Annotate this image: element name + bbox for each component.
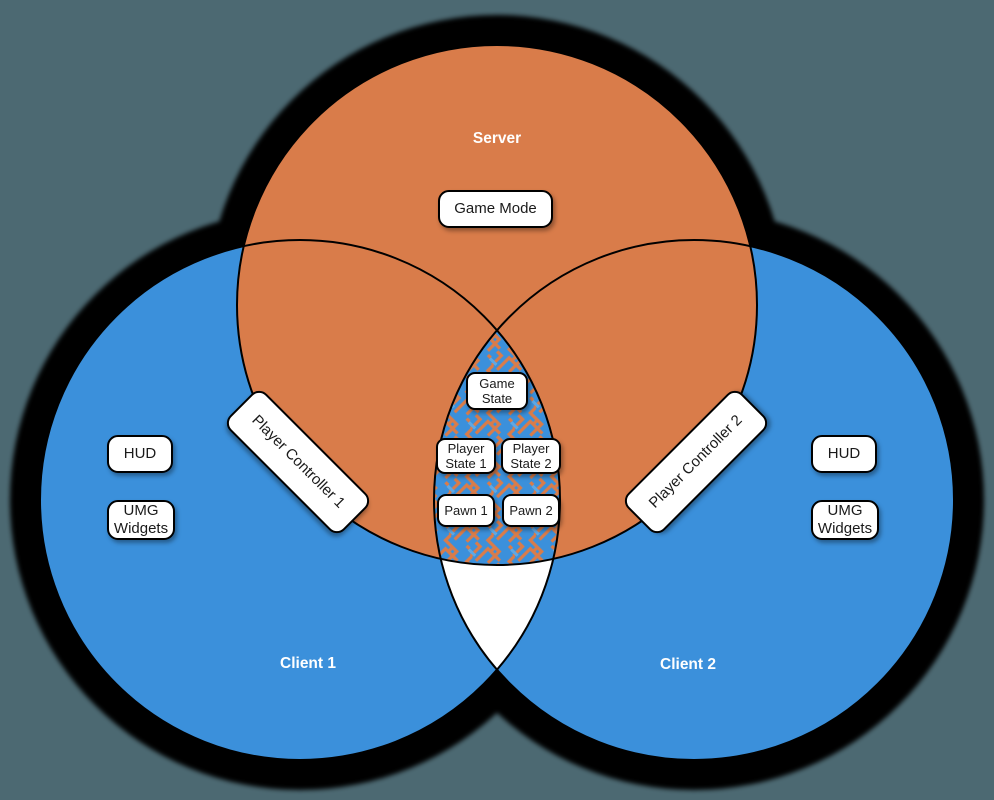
hud-client2-node: HUD: [811, 435, 877, 473]
umg-widgets-client1-node: UMG Widgets: [107, 500, 175, 540]
pawn-1-node: Pawn 1: [437, 494, 495, 527]
client2-region-label: Client 2: [660, 656, 716, 673]
server-circle: [237, 45, 757, 565]
game-state-node: Game State: [466, 372, 528, 410]
player-state-2-node: Player State 2: [501, 438, 561, 474]
umg-widgets-client2-node: UMG Widgets: [811, 500, 879, 540]
client1-region-label: Client 1: [280, 655, 336, 672]
server-region-label: Server: [472, 130, 522, 147]
game-mode-node: Game Mode: [438, 190, 553, 228]
hud-client1-node: HUD: [107, 435, 173, 473]
pawn-2-node: Pawn 2: [502, 494, 560, 527]
player-state-1-node: Player State 1: [436, 438, 496, 474]
circle-outlines: [39, 44, 955, 761]
